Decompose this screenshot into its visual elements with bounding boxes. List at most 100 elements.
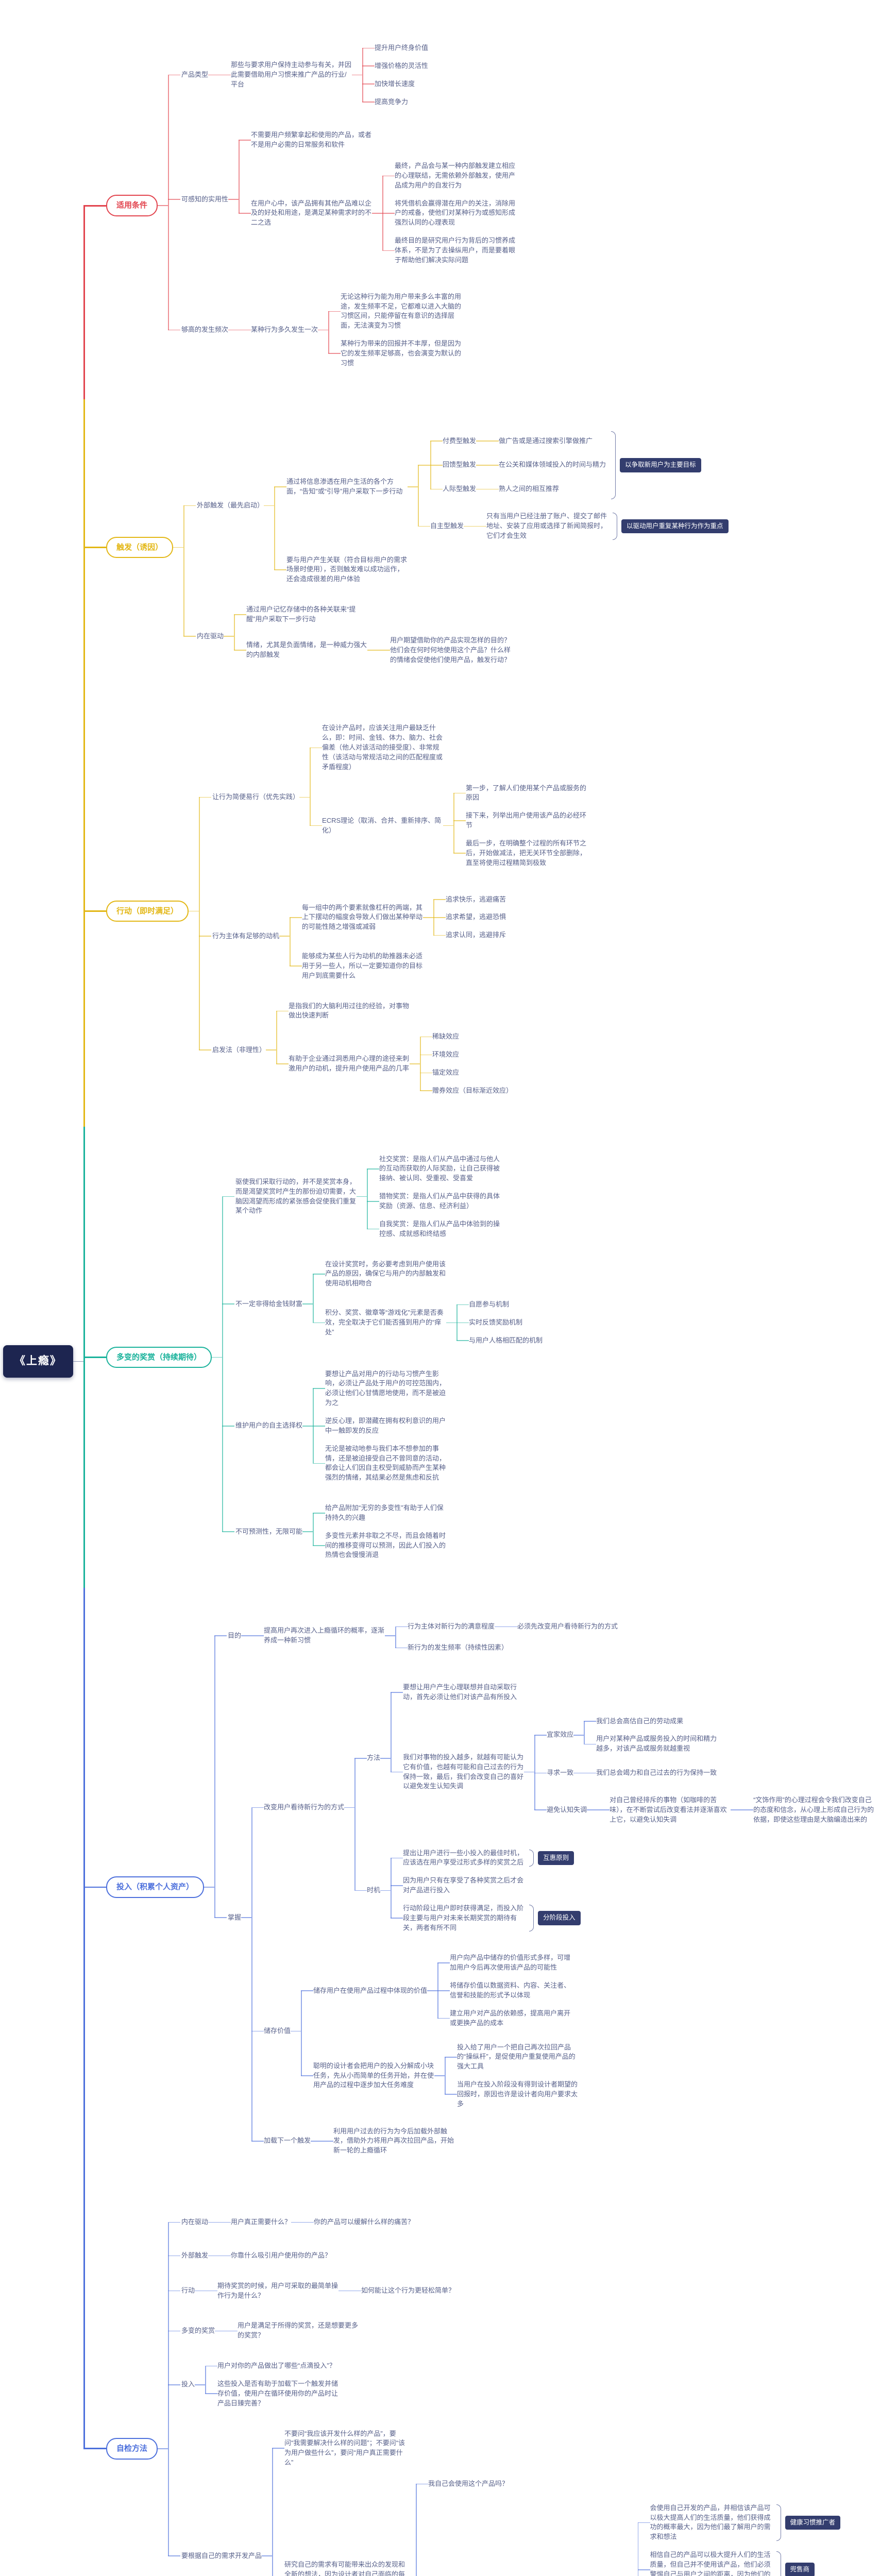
topic-node[interactable]: 寻求一致 — [547, 1769, 574, 1777]
topic-node[interactable]: 能够成为某些人行为动机的助推器未必适用于另一些人，所以一定要知道你的目标用户到底… — [302, 952, 423, 979]
topic-node[interactable]: 投入 — [181, 2380, 195, 2388]
topic-node[interactable]: 情绪，尤其是负面情绪，是一种威力强大的内部触发 — [246, 641, 367, 659]
topic-node[interactable]: 社交奖赏：是指人们从产品中通过与他人的互动而获取的人际奖励，让自己获得被接纳、被… — [379, 1155, 500, 1182]
topic-node[interactable]: 有助于企业通过洞悉用户心理的途径来刺激用户的动机，提升用户使用产品的几率 — [289, 1055, 410, 1072]
topic-node[interactable]: 这些投入是否有助于加载下一个触发并储存价值，使用户在循环使用你的产品时让产品日臻… — [217, 2380, 339, 2407]
topic-node[interactable]: ECRS理论（取消、合并、重新排序、简化） — [322, 816, 442, 834]
topic-node[interactable]: 产品类型 — [181, 71, 209, 79]
topic-node[interactable]: 那些与要求用户保持主动参与有关，并因此需要借助用户习惯来推广产品的行业/平台 — [231, 61, 352, 89]
topic-node[interactable]: 第一步，了解人们使用某个产品或服务的原因 — [466, 784, 587, 802]
topic-node[interactable]: 实时反馈奖励机制 — [469, 1318, 523, 1326]
topic-node[interactable]: 要想让产品对用户的行动与习惯产生影响，必须让产品处于用户的可控范围内，必须让他们… — [325, 1369, 446, 1407]
topic-node[interactable]: 通过将信息渗透在用户生活的各个方面，“告知”或“引导”用户采取下一步行动 — [286, 478, 403, 496]
topic-node[interactable]: 在设计奖赏时，务必要考虑到用户使用该产品的原因，确保它与用户的内部触发和使用动机… — [325, 1260, 446, 1287]
topic-node[interactable]: 用户向产品中储存的价值形式多样，可增加用户今后再次使用该产品的可能性 — [450, 1954, 571, 1972]
topic-node[interactable]: 方法 — [367, 1754, 381, 1762]
topic-node[interactable]: 如何能让这个行为更轻松简单？ — [361, 2286, 455, 2295]
tag-box[interactable]: 健康习惯推广者 — [785, 2515, 841, 2530]
topic-node[interactable]: 最后一步，在明确整个过程的所有环节之后，开始做减法，把无关环节全部删除，直至将使… — [466, 839, 587, 867]
topic-node[interactable]: 每一组中的两个要素就像杠杆的两端，其上下摆动的幅度会导致人们做出某种举动的可能性… — [302, 903, 423, 931]
topic-node[interactable]: 无论这种行为能为用户带来多么丰富的用途，发生频率不足，它都难以进入大脑的习惯区间… — [341, 292, 462, 330]
topic-node[interactable]: 行为主体对新行为的满意程度 — [408, 1622, 495, 1631]
topic-node[interactable]: 只有当用户已经注册了账户、提交了邮件地址、安装了应用或选择了新闻简报时，它们才会… — [486, 512, 607, 539]
topic-node[interactable]: 够高的发生频次 — [181, 326, 229, 334]
topic-node[interactable]: 维护用户的自主选择权 — [235, 1421, 303, 1430]
topic-node[interactable]: 可感知的实用性 — [181, 195, 229, 203]
topic-node[interactable]: 无论是被动地参与我们本不想参加的事情，还是被迫接受自己不曾同意的活动，都会让人们… — [325, 1444, 446, 1482]
topic-node[interactable]: 提高用户再次进入上瘾循环的概率，逐渐养成一种新习惯 — [264, 1626, 385, 1645]
topic-node[interactable]: 接下来，列举出用户使用该产品的必经环节 — [466, 811, 587, 829]
topic-node[interactable]: 外部触发 — [181, 2251, 209, 2259]
topic-node[interactable]: 要根据自己的需求开发产品 — [181, 2551, 262, 2560]
branch-label[interactable]: 行动（即时满足） — [106, 900, 189, 922]
topic-node[interactable]: 付费型触发 — [443, 436, 477, 445]
topic-node[interactable]: 稀缺效应 — [432, 1032, 460, 1041]
topic-node[interactable]: 利用用户过去的行为为今后加载外部触发，借助外力将用户再次拉回产品，开始新一轮的上… — [333, 2127, 454, 2155]
branch-label[interactable]: 适用条件 — [106, 195, 158, 217]
topic-node[interactable]: 聪明的设计者会把用户的投入分解成小块任务，先从小而简单的任务开始，并在使用产品的… — [313, 2061, 434, 2089]
topic-node[interactable]: 改变用户看待新行为的方式 — [264, 1803, 345, 1811]
topic-node[interactable]: 我们对事物的投入越多，就越有可能认为它有价值，也越有可能和自己过去的行为保持一致… — [403, 1753, 524, 1790]
topic-node[interactable]: 我们总会高估自己的劳动成果 — [596, 1717, 684, 1725]
topic-node[interactable]: 最终，产品会与某一种内部触发建立相应的心理联结，无需依赖外部触发，使用产品成为用… — [395, 162, 516, 189]
topic-node[interactable]: 某种行为多久发生一次 — [251, 326, 318, 334]
topic-node[interactable]: 是指我们的大脑利用过往的经验，对事物做出快速判断 — [289, 1002, 410, 1020]
topic-node[interactable]: 当用户在投入阶段没有得到设计者期望的回报时，原因也许是设计者向用户要求太多 — [457, 2080, 578, 2108]
topic-node[interactable]: 对自己曾经排斥的事物（如咖啡的苦味），在不断尝试后改变看法并逐渐喜欢上它，以避免… — [610, 1796, 727, 1823]
topic-node[interactable]: 追求希望，逃避恐惧 — [446, 913, 506, 921]
topic-node[interactable]: 内在驱动 — [197, 632, 224, 640]
topic-node[interactable]: 环境效应 — [432, 1050, 460, 1059]
topic-node[interactable]: 追求认同，逃避排斥 — [446, 931, 506, 939]
topic-node[interactable]: 赠券效应（目标渐近效应） — [432, 1086, 513, 1094]
topic-node[interactable]: 将凭借机会赢得潜在用户的关注，消除用户的戒备，使他们对某种行为或感知形成强烈认同… — [395, 199, 516, 227]
topic-node[interactable]: 会使用自己开发的产品，并相信该产品可以极大提高人们的生活质量，他们获得成功的概率… — [650, 2503, 771, 2541]
topic-node[interactable]: 用户对某种产品或服务投入的时间和精力越多，对该产品或服务就越重视 — [596, 1735, 717, 1753]
topic-node[interactable]: 自主型触发 — [430, 521, 464, 530]
topic-node[interactable]: 目的 — [228, 1631, 242, 1639]
topic-node[interactable]: 用户期望借助你的产品实现怎样的目的？他们会在何时何地使用这个产品？什么样的情绪会… — [390, 636, 511, 664]
topic-node[interactable]: 掌握 — [228, 1913, 242, 1921]
topic-node[interactable]: 加载下一个触发 — [264, 2137, 311, 2145]
topic-node[interactable]: 不需要用户频繁拿起和使用的产品，或者不是用户必需的日常服务和软件 — [251, 131, 372, 149]
topic-node[interactable]: 不可预测性，无限可能 — [235, 1527, 303, 1535]
topic-node[interactable]: 你的产品可以缓解什么样的痛苦？ — [314, 2218, 415, 2226]
topic-node[interactable]: 提升用户终身价值 — [375, 44, 429, 52]
topic-node[interactable]: 回馈型触发 — [443, 461, 477, 469]
topic-node[interactable]: 让行为简便易行（优先实践） — [212, 793, 300, 801]
topic-node[interactable]: 最终目的是研究用户行为背后的习惯养成体系，不是为了去操纵用户，而是要着眼于帮助他… — [395, 236, 516, 264]
topic-node[interactable]: 自我奖赏：是指人们从产品中体验到的操控感、成就感和终结感 — [379, 1219, 500, 1238]
topic-node[interactable]: 逆反心理，即潜藏在拥有权利意识的用户中一触即发的反应 — [325, 1416, 446, 1434]
topic-node[interactable]: 多变性元素并非取之不尽，而且会随着时间的推移变得可以预测，因此人们投入的热情也会… — [325, 1531, 446, 1559]
topic-node[interactable]: 锚定效应 — [432, 1068, 460, 1076]
topic-node[interactable]: 熟人之间的相互推荐 — [499, 485, 560, 493]
topic-node[interactable]: 用户对你的产品做出了哪些“点滴投入”？ — [217, 2362, 336, 2370]
topic-node[interactable]: 用户是满足于所得的奖赏，还是想要更多的奖赏？ — [238, 2321, 359, 2340]
topic-node[interactable]: 提出让用户进行一些小投入的最佳时机，应该选在用户享受过形式多样的奖赏之后 — [403, 1849, 524, 1867]
topic-node[interactable]: “文饰作用”的心理过程会令我们改变自己的态度和信念，从心理上形成自己行为的依据，… — [753, 1796, 874, 1823]
topic-node[interactable]: 驱使我们采取行动的，并不是奖赏本身，而是渴望奖赏时产生的那份迫切需要，大脑因渴望… — [235, 1177, 357, 1215]
topic-node[interactable]: 猎物奖赏：是指人们从产品中获得的具体奖励（资源、信息、经济利益） — [379, 1192, 500, 1210]
topic-node[interactable]: 提高竞争力 — [375, 97, 409, 106]
topic-node[interactable]: 要想让用户产生心理联想并自动采取行动，首先必须让他们对该产品有所投入 — [403, 1683, 517, 1701]
topic-node[interactable]: 行动 — [181, 2286, 195, 2295]
topic-node[interactable]: 通过用户记忆存储中的各种关联来“提醒”用户采取下一步行动 — [246, 605, 356, 623]
branch-label[interactable]: 投入（积累个人资产） — [106, 1876, 205, 1899]
topic-node[interactable]: 因为用户只有在享受了各种奖赏之后才会对产品进行投入 — [403, 1876, 524, 1894]
topic-node[interactable]: 研究自己的需求有可能带来出众的发现和全新的想法，因为设计者对自己面临的每一个问题… — [284, 2560, 405, 2576]
topic-node[interactable]: 宜家效应 — [547, 1731, 574, 1739]
root-topic[interactable]: 《上瘾》 — [3, 1345, 73, 1378]
topic-node[interactable]: 将储存价值以数据资料、内容、关注者、信誉和技能的形式予以体现 — [450, 1981, 571, 1999]
topic-node[interactable]: 启发法（非理性） — [212, 1045, 266, 1054]
topic-node[interactable]: 投入给了用户一个把自己再次拉回产品的“操纵杆”，是促使用户重复使用产品的强大工具 — [457, 2043, 576, 2071]
topic-node[interactable]: 建立用户对产品的依赖感，提高用户离开或更换产品的成本 — [450, 2009, 571, 2027]
topic-node[interactable]: 与用户人格相匹配的机制 — [469, 1336, 543, 1344]
topic-node[interactable]: 积分、奖赏、徽章等“游戏化”元素是否奏效，完全取决于它们能否搔到用户的“痒处” — [325, 1309, 444, 1336]
topic-node[interactable]: 多变的奖赏 — [181, 2326, 215, 2334]
branch-label[interactable]: 触发（诱因） — [106, 536, 174, 558]
topic-node[interactable]: 在设计产品时，应该关注用户最缺乏什么，即：时间、金钱、体力、脑力、社会偏差（他人… — [322, 724, 443, 771]
topic-node[interactable]: 用户真正需要什么？ — [231, 2218, 292, 2226]
topic-node[interactable]: 行为主体有足够的动机 — [212, 931, 280, 940]
topic-node[interactable]: 避免认知失调 — [547, 1805, 587, 1814]
topic-node[interactable]: 追求快乐，逃避痛苦 — [446, 895, 506, 903]
topic-node[interactable]: 时机 — [367, 1886, 381, 1894]
